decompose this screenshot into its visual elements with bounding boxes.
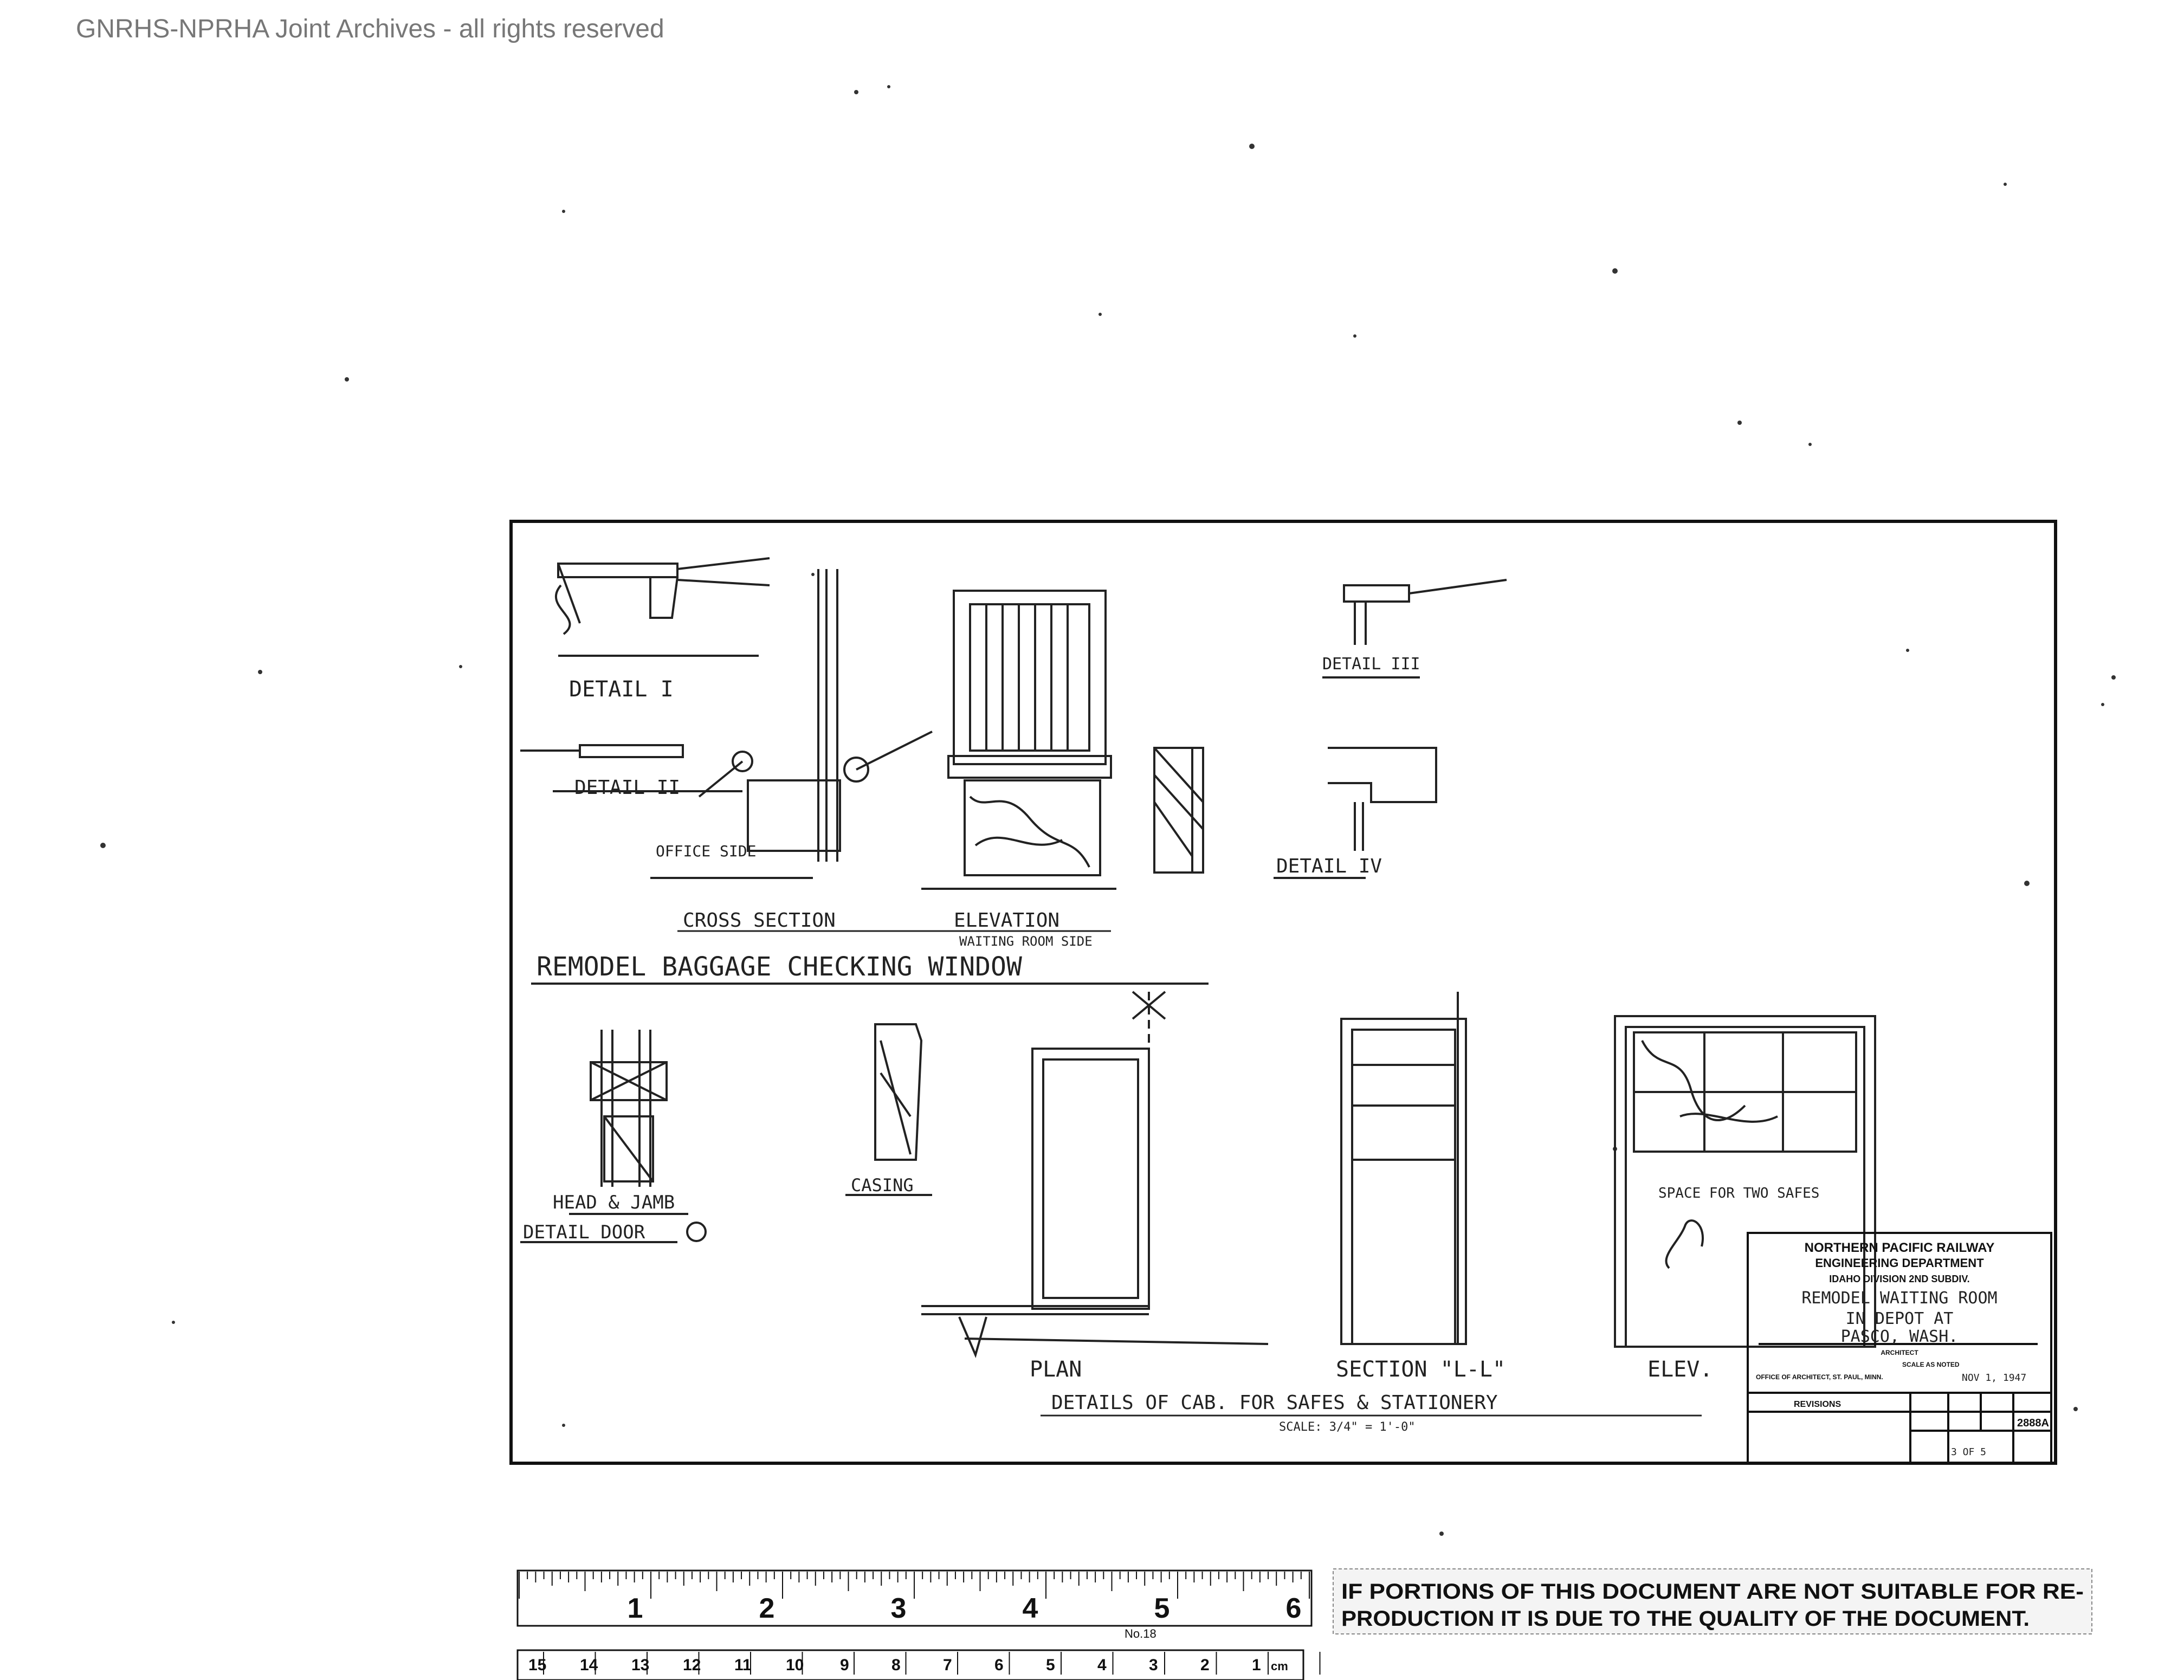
ruler-cm-4: 4 [1097, 1656, 1107, 1674]
title-block [1747, 1232, 2052, 1464]
ruler-cm-9: 9 [840, 1656, 849, 1674]
elevation-label: ELEVATION [954, 909, 1059, 932]
cabinet-elevation-drawing [1614, 1015, 1876, 1348]
cabinet-scale-label: SCALE: 3/4" = 1'-0" [1279, 1420, 1416, 1434]
archive-watermark: GNRHS-NPRHA Joint Archives - all rights … [76, 15, 664, 43]
title-location-1: IN DEPOT AT [1846, 1309, 1954, 1328]
plan-drawing [921, 991, 1269, 1358]
cross-section-drawing [650, 569, 933, 879]
title-office: OFFICE OF ARCHITECT, ST. PAUL, MINN. [1756, 1373, 1883, 1381]
ruler-model: No.18 [1125, 1627, 1156, 1640]
title-scale: SCALE AS NOTED [1902, 1361, 1960, 1368]
ruler-cm-13: 13 [631, 1656, 649, 1674]
section-ll-drawing [1340, 992, 1467, 1345]
ruler-cm-14: 14 [580, 1656, 598, 1674]
window-elevation-drawing [921, 590, 1116, 890]
detail-3-drawing [1322, 579, 1507, 679]
quality-notice: IF PORTIONS OF THIS DOCUMENT ARE NOT SUI… [1333, 1568, 2092, 1634]
section-ll-label: SECTION "L-L" [1336, 1357, 1505, 1382]
detail-4-drawing [1274, 747, 1437, 879]
title-architect-label: ARCHITECT [1881, 1349, 1918, 1356]
ruler-cm-unit: cm [1271, 1659, 1288, 1673]
scan-speckles [100, 85, 2116, 1536]
space-for-safes-label: SPACE FOR TWO SAFES [1658, 1185, 1819, 1201]
head-jamb-label: HEAD & JAMB [553, 1192, 675, 1213]
ruler-cm-6: 6 [994, 1656, 1004, 1674]
ruler-inch-6: 6 [1286, 1593, 1302, 1624]
detail-2-drawing [520, 744, 742, 792]
ruler-inch-2: 2 [759, 1593, 775, 1624]
ruler-cm-1: 1 [1252, 1656, 1261, 1674]
quality-notice-line-1: IF PORTIONS OF THIS DOCUMENT ARE NOT SUI… [1341, 1580, 2084, 1604]
cross-section-label: CROSS SECTION [683, 909, 836, 932]
ruler-cm-10: 10 [786, 1656, 804, 1674]
title-division: IDAHO DIVISION 2ND SUBDIV. [1829, 1274, 1969, 1284]
ruler-cm-11: 11 [734, 1656, 752, 1674]
title-project: REMODEL WAITING ROOM [1801, 1289, 1997, 1308]
quality-notice-line-2: PRODUCTION IT IS DUE TO THE QUALITY OF T… [1341, 1607, 2030, 1631]
baggage-section-title: REMODEL BAGGAGE CHECKING WINDOW [537, 952, 1022, 982]
casing-drawing [845, 1023, 932, 1196]
detail-door-label: DETAIL DOOR [523, 1222, 645, 1243]
ruler-inch-3: 3 [891, 1593, 907, 1624]
title-date: NOV 1, 1947 [1962, 1372, 2026, 1384]
title-railway: NORTHERN PACIFIC RAILWAY [1805, 1240, 1995, 1255]
detail-3-label: DETAIL III [1322, 655, 1420, 674]
plan-label: PLAN [1030, 1357, 1082, 1382]
office-side-label: OFFICE SIDE [656, 842, 756, 860]
ruler-inch-1: 1 [628, 1593, 643, 1624]
ruler-ticks [519, 1572, 1321, 1675]
ruler-cm-12: 12 [683, 1656, 701, 1674]
ruler-cm-labels: 15 14 13 12 11 10 9 8 7 6 5 4 3 2 1 cm [528, 1656, 1288, 1674]
ruler-cm-7: 7 [943, 1656, 952, 1674]
ruler-inch-5: 5 [1154, 1593, 1170, 1624]
ruler-inch-4: 4 [1023, 1593, 1038, 1624]
detail-4-label: DETAIL IV [1276, 855, 1382, 877]
title-department: ENGINEERING DEPARTMENT [1815, 1256, 1984, 1270]
title-job-no: 2888A [2017, 1417, 2049, 1429]
ruler-cm-8: 8 [891, 1656, 901, 1674]
drawing-border [509, 520, 2057, 1465]
ruler-cm-2: 2 [1200, 1656, 1210, 1674]
ruler-cm-3: 3 [1149, 1656, 1158, 1674]
ruler: 1 2 3 4 5 6 No.18 15 14 13 12 11 10 9 8 … [516, 1569, 1321, 1680]
detail-1-drawing [555, 557, 770, 657]
ruler-cm-5: 5 [1046, 1656, 1055, 1674]
cabinet-section-title: DETAILS OF CAB. FOR SAFES & STATIONERY [1051, 1392, 1498, 1414]
title-location-2: PASCO, WASH. [1841, 1327, 1959, 1346]
waiting-room-side-label: WAITING ROOM SIDE [959, 934, 1093, 949]
detail-1-label: DETAIL I [569, 677, 674, 702]
casing-label: CASING [851, 1175, 914, 1196]
middle-section-drawing [1153, 747, 1204, 874]
title-sheet: 3 OF 5 [1951, 1446, 1986, 1458]
head-jamb-drawing [520, 1030, 707, 1243]
ruler-cm-15: 15 [528, 1656, 546, 1674]
title-revisions: REVISIONS [1794, 1400, 1841, 1409]
detail-2-label: DETAIL II [574, 777, 680, 799]
elev-label: ELEV. [1647, 1357, 1713, 1382]
